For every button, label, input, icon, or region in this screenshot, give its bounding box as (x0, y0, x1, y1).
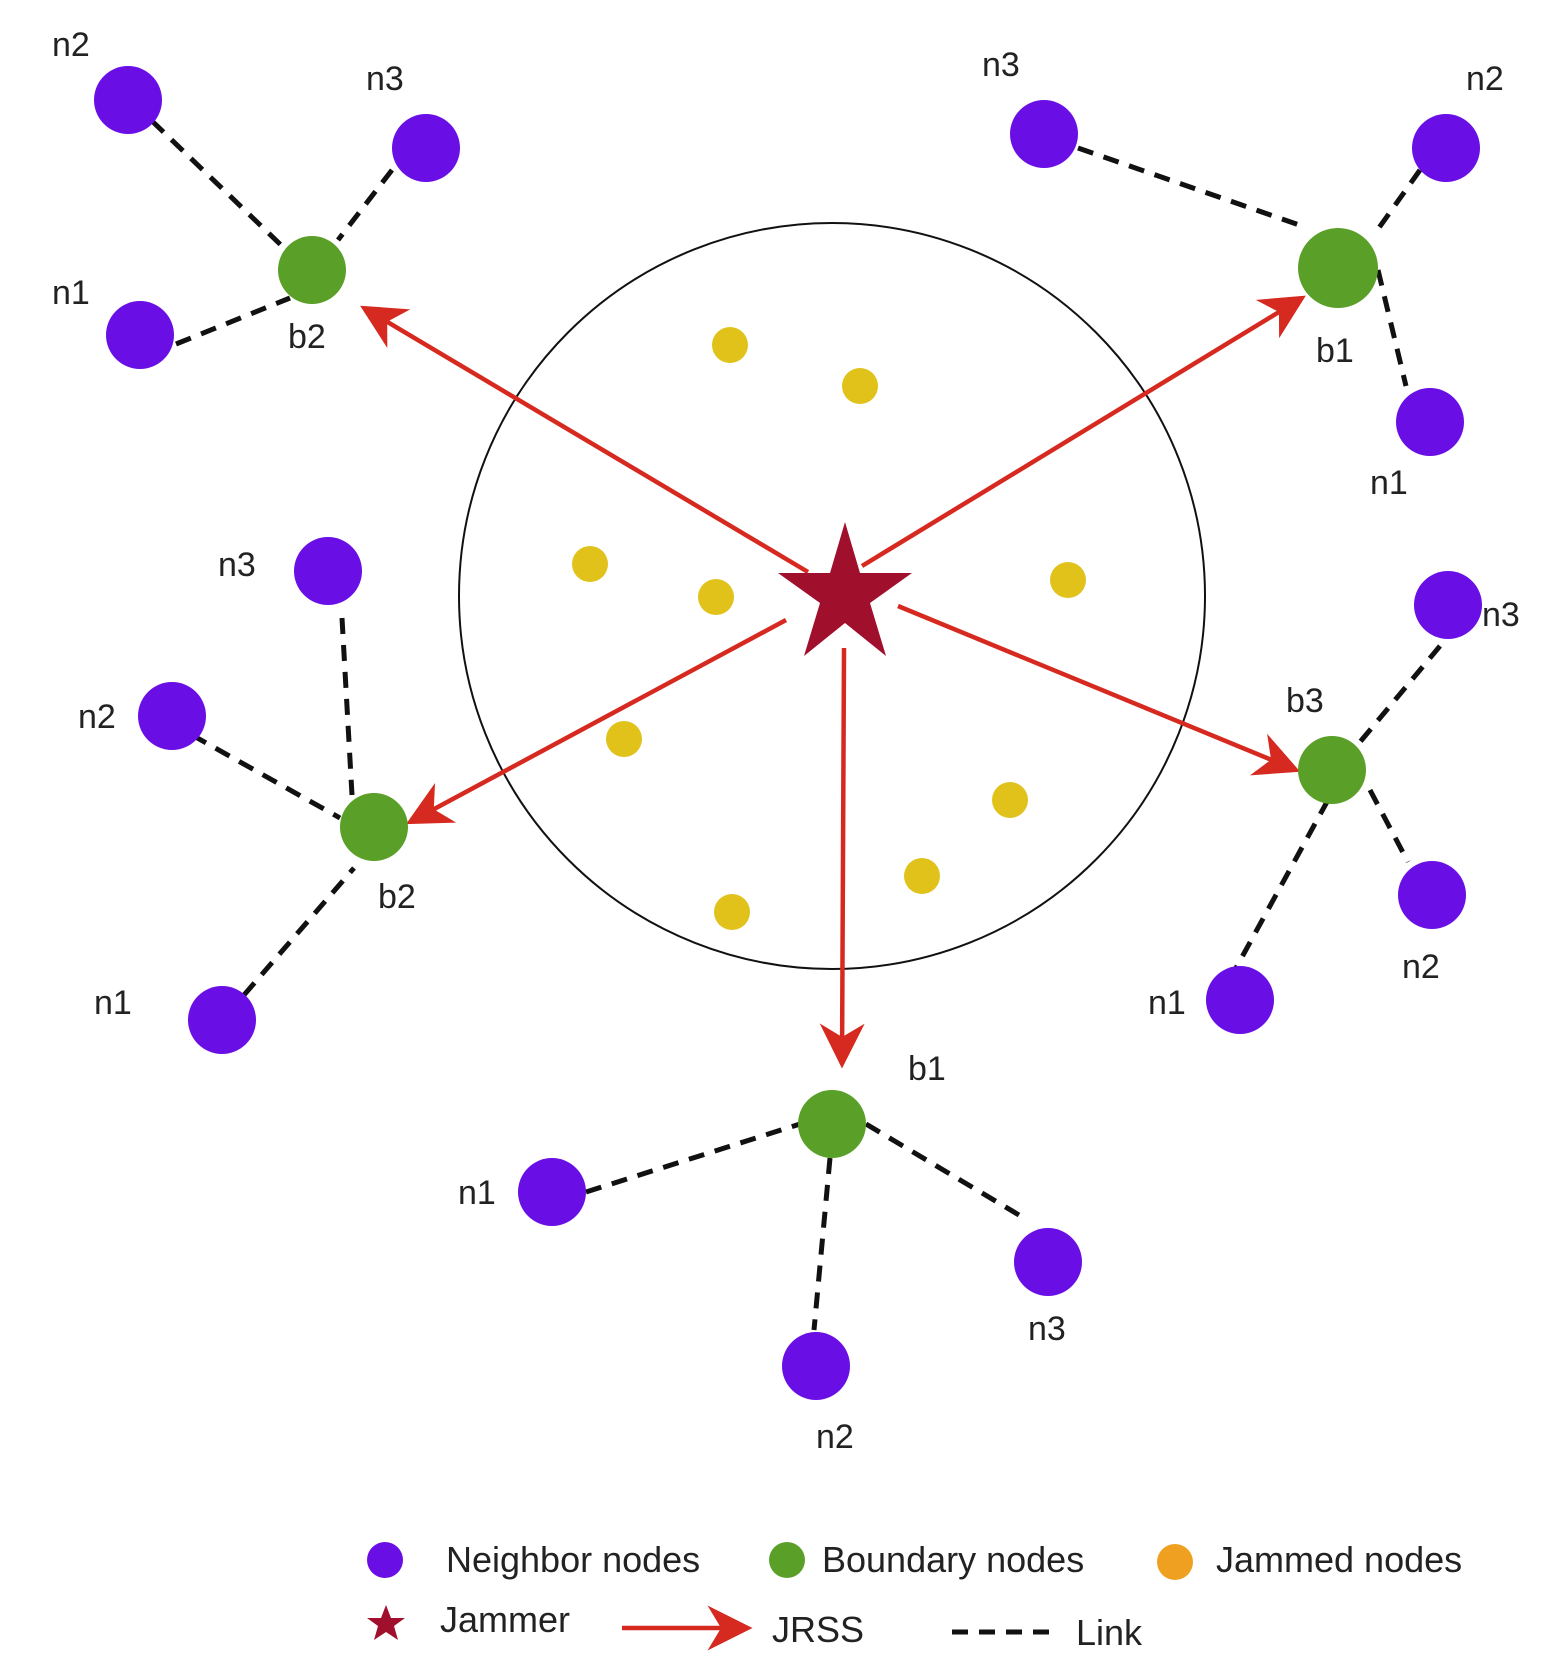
link-bt-b1-n2 (811, 1157, 833, 1331)
legend-neighbor-swatch (367, 1542, 403, 1578)
neighbor-node-r-n3 (1414, 571, 1482, 639)
link-tl-b2-n3 (336, 168, 394, 242)
link-bt-b1-n3 (864, 1121, 1026, 1221)
boundary-node-r-b3 (1298, 736, 1366, 804)
label-ml-b2: b2 (378, 878, 416, 916)
neighbor-node-bt-n1 (518, 1158, 586, 1226)
label-tr-n3: n3 (982, 46, 1020, 84)
link-tr-b1-n3 (1077, 145, 1303, 229)
label-ml-n1: n1 (94, 984, 132, 1022)
link-tl-b2-n2 (150, 119, 284, 248)
link-r-b3-n2 (1367, 788, 1411, 864)
jammer-star-icon (778, 522, 912, 656)
legend: Neighbor nodes Boundary nodes Jammed nod… (367, 1539, 1462, 1653)
label-bt-n1: n1 (458, 1174, 496, 1212)
neighbor-node-bt-n2 (782, 1332, 850, 1400)
link-ml-b2-n1 (242, 866, 356, 997)
link-tr-b1-n1 (1375, 269, 1409, 387)
jammed-nodes (572, 327, 1086, 930)
jammed-node (606, 721, 642, 757)
jrss-arrow-to-tr-b1 (860, 295, 1306, 568)
legend-boundary-label: Boundary nodes (822, 1539, 1084, 1580)
neighbor-node-tr-n2 (1412, 114, 1480, 182)
label-tl-n2: n2 (52, 26, 90, 64)
label-tl-n1: n1 (52, 274, 90, 312)
neighbor-node-r-n1 (1206, 966, 1274, 1034)
boundary-node-tr-b1 (1298, 228, 1378, 308)
jammed-node (714, 894, 750, 930)
link-r-b3-n3 (1353, 644, 1442, 750)
neighbor-node-tr-n3 (1010, 100, 1078, 168)
label-r-n3: n3 (1482, 596, 1520, 634)
jrss-arrow-to-tl-b2 (360, 305, 810, 574)
neighbor-nodes (94, 66, 1482, 1400)
neighbor-node-tl-n3 (392, 114, 460, 182)
neighbor-node-tl-n2 (94, 66, 162, 134)
neighbor-node-r-n2 (1398, 861, 1466, 929)
label-tl-b2: b2 (288, 318, 326, 356)
label-tr-n2: n2 (1466, 60, 1504, 98)
legend-jammer-star-icon (367, 1605, 405, 1640)
jammed-node (992, 782, 1028, 818)
neighbor-node-ml-n3 (294, 537, 362, 605)
boundary-node-ml-b2 (340, 793, 408, 861)
label-tr-b1: b1 (1316, 332, 1354, 370)
link-ml-b2-n3 (339, 617, 355, 796)
jrss-arrows (360, 295, 1306, 1069)
jammed-node (1050, 562, 1086, 598)
boundary-nodes (278, 228, 1378, 1158)
label-bt-n2: n2 (816, 1418, 854, 1456)
legend-link-label: Link (1076, 1612, 1143, 1653)
jammed-node (572, 546, 608, 582)
link-tl-b2-n1 (175, 295, 291, 347)
label-ml-n3: n3 (218, 546, 256, 584)
links (150, 119, 1442, 1331)
jammed-node (842, 368, 878, 404)
boundary-node-tl-b2 (278, 236, 346, 304)
jamming-range-circle (458, 222, 1206, 970)
boundary-node-bt-b1 (798, 1090, 866, 1158)
jammed-node (698, 579, 734, 615)
legend-jammed-swatch (1157, 1544, 1193, 1580)
jrss-arrow-to-bt-b1 (819, 647, 865, 1069)
legend-jrss-label: JRSS (772, 1609, 864, 1650)
neighbor-node-ml-n2 (138, 682, 206, 750)
jrss-arrow-to-r-b3 (897, 603, 1301, 776)
link-bt-b1-n1 (585, 1121, 801, 1195)
neighbor-node-tl-n1 (106, 301, 174, 369)
label-bt-b1: b1 (908, 1050, 946, 1088)
link-r-b3-n1 (1233, 798, 1331, 970)
label-r-b3: b3 (1286, 682, 1324, 720)
legend-jammed-label: Jammed nodes (1216, 1539, 1462, 1580)
neighbor-node-bt-n3 (1014, 1228, 1082, 1296)
label-r-n2: n2 (1402, 948, 1440, 986)
node-labels: n2 n3 n1 b2 n3 n2 b1 n1 n3 n2 b2 n1 n3 b… (52, 26, 1520, 1456)
label-tr-n1: n1 (1370, 464, 1408, 502)
legend-neighbor-label: Neighbor nodes (446, 1539, 700, 1580)
legend-boundary-swatch (769, 1542, 805, 1578)
neighbor-node-ml-n1 (188, 986, 256, 1054)
jammed-node (712, 327, 748, 363)
link-ml-b2-n2 (190, 732, 342, 821)
jrss-arrow-to-ml-b2 (406, 618, 788, 825)
label-ml-n2: n2 (78, 698, 116, 736)
jammed-node (904, 858, 940, 894)
label-tl-n3: n3 (366, 60, 404, 98)
label-bt-n3: n3 (1028, 1310, 1066, 1348)
label-r-n1: n1 (1148, 984, 1186, 1022)
link-tr-b1-n2 (1373, 168, 1423, 234)
legend-jammer-label: Jammer (440, 1599, 570, 1640)
neighbor-node-tr-n1 (1396, 388, 1464, 456)
